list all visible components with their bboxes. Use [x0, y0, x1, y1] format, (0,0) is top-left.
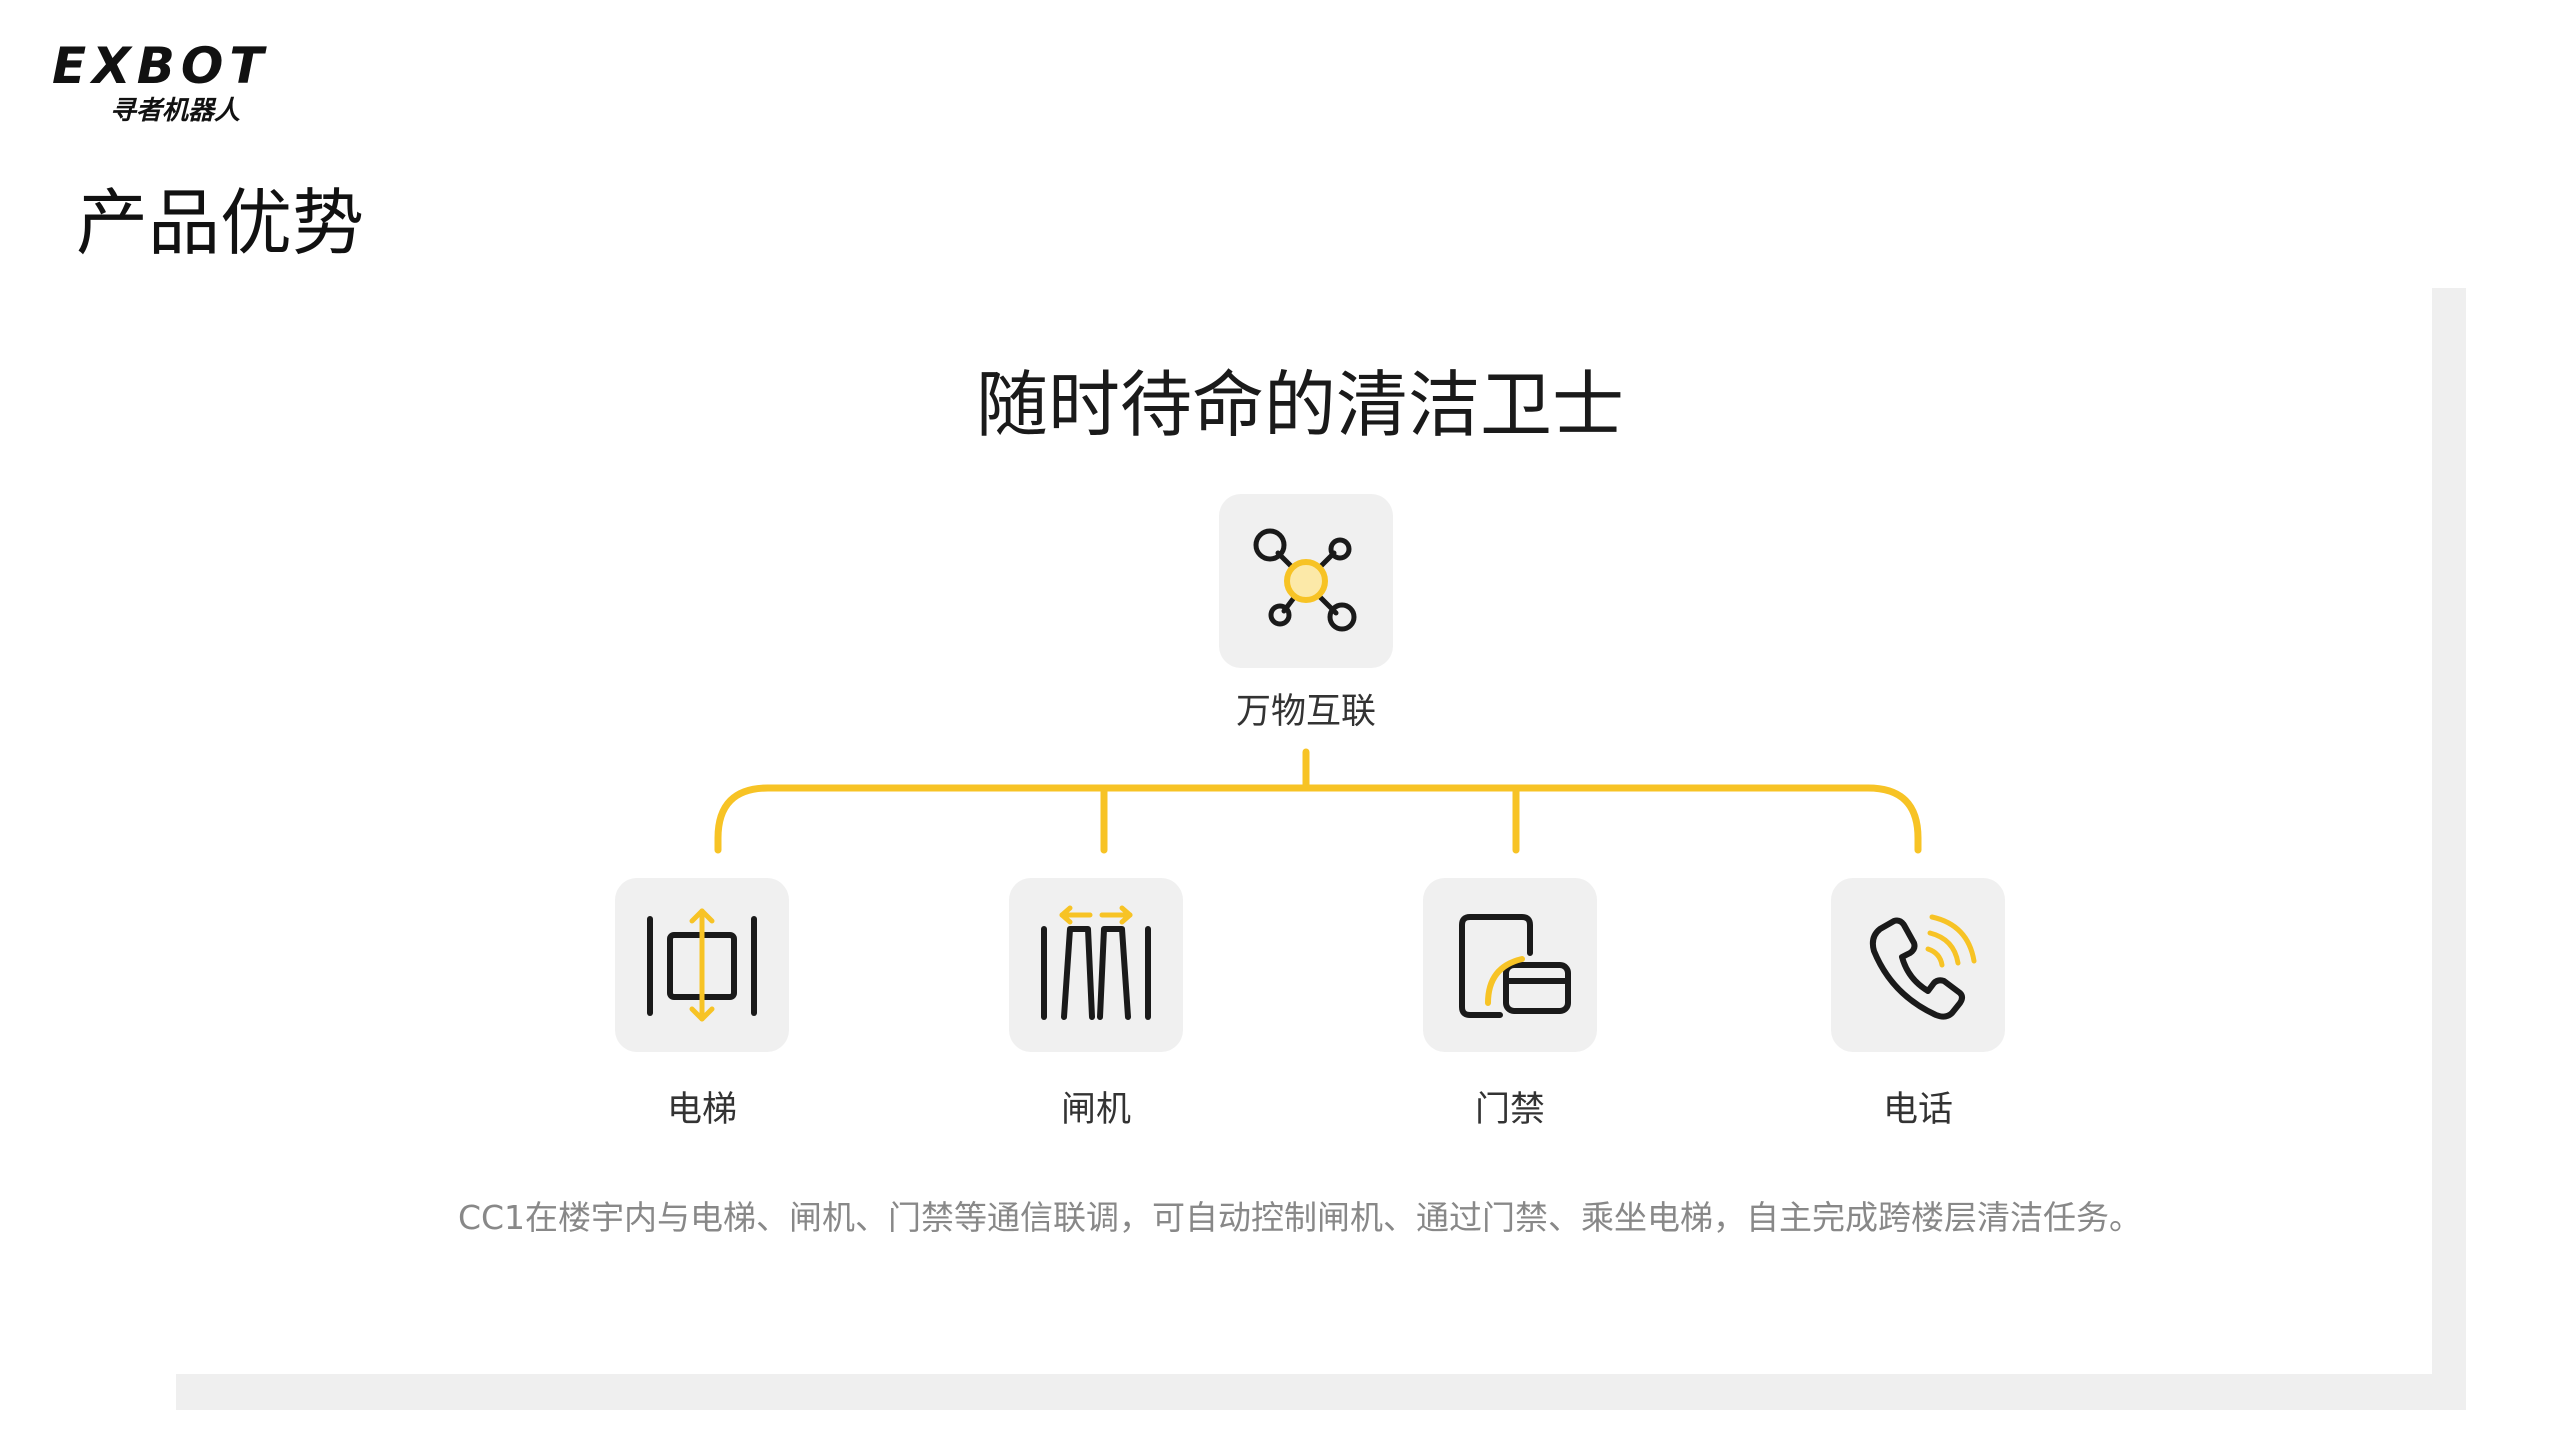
logo-subtitle: 寻者机器人 [110, 96, 241, 126]
branch-bar [714, 784, 1922, 854]
description-text: CC1在楼宇内与电梯、闸机、门禁等通信联调，可自动控制闸机、通过门禁、乘坐电梯，… [457, 1198, 2143, 1237]
panel-shadow-bottom [176, 1374, 2466, 1410]
node-access-label: 门禁 [1474, 1090, 1545, 1130]
main-heading: 随时待命的清洁卫士 [975, 363, 1624, 447]
network-hub-icon [1253, 528, 1357, 632]
page-title: 产品优势 [76, 181, 365, 265]
node-gate-label: 闸机 [1060, 1090, 1131, 1130]
node-access-icon-box [1423, 878, 1597, 1052]
access-card-icon [1459, 914, 1571, 1018]
phone-icon [1869, 914, 1977, 1020]
node-phone-icon-box [1831, 878, 2005, 1052]
node-elevator-label: 电梯 [666, 1090, 737, 1130]
hub-label: 万物互联 [1235, 692, 1376, 732]
gate-icon [1041, 905, 1151, 1020]
hub-icon-box [1219, 494, 1393, 668]
node-gate-icon-box [1009, 878, 1183, 1052]
node-phone-label: 电话 [1882, 1090, 1953, 1130]
elevator-icon [647, 908, 757, 1022]
brand-logo: EXBOT 寻者机器人 [52, 38, 342, 128]
logo-wordmark: EXBOT [52, 37, 270, 95]
node-elevator-icon-box [615, 878, 789, 1052]
panel-shadow-right [2432, 288, 2466, 1410]
